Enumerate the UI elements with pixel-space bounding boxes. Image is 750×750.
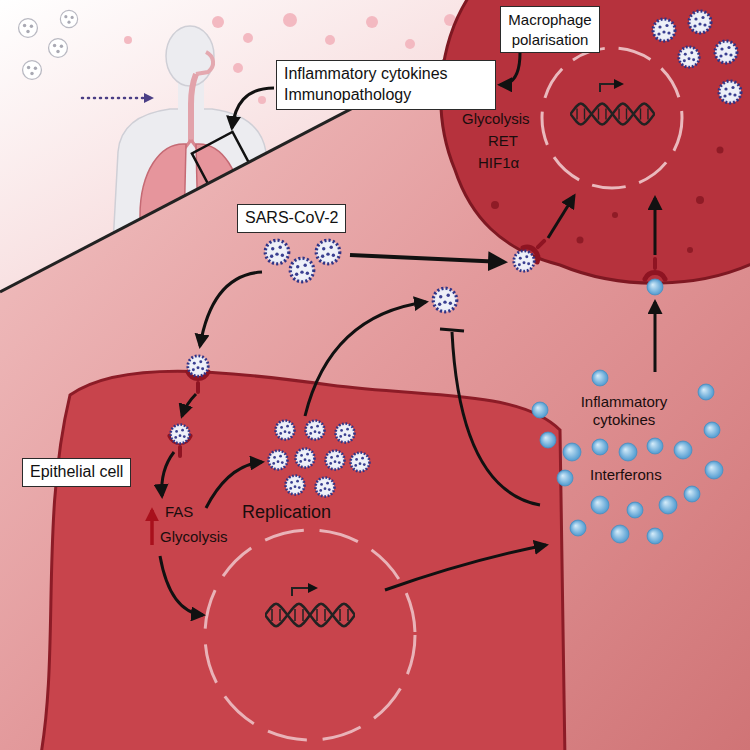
box-text: Inflammatory cytokines <box>284 64 488 85</box>
cytokine-molecules <box>532 370 723 544</box>
label-box: SARS-CoV-2 <box>237 204 346 233</box>
label-box: Inflammatory cytokinesImmunopathology <box>276 60 496 110</box>
label-box: Macrophage polarisation <box>500 6 600 53</box>
increase-arrow <box>150 510 154 545</box>
infection-arrow <box>350 255 504 262</box>
label-box: Epithelial cell <box>22 458 131 487</box>
pathology-arrow <box>232 88 274 128</box>
text-label: Interferons <box>590 466 662 484</box>
macrophage <box>441 0 750 295</box>
inhalation-arrow <box>82 97 152 100</box>
airborne-virus <box>19 10 78 79</box>
text-label: Glycolysis <box>160 528 228 546</box>
epithelial-cell <box>40 356 565 750</box>
pathway-arrows <box>160 272 655 615</box>
box-text: Immunopathology <box>284 85 488 106</box>
box-text: Macrophage polarisation <box>508 10 592 49</box>
text-label: Inflammatory cytokines <box>556 393 692 429</box>
box-text: SARS-CoV-2 <box>245 208 338 229</box>
connector-arrow <box>500 53 520 85</box>
text-label: HIF1α <box>478 154 519 172</box>
text-label: RET <box>488 132 518 150</box>
text-label: Glycolysis <box>462 110 530 128</box>
virus-particles <box>265 240 457 312</box>
text-label: FAS <box>165 503 193 521</box>
text-label: Replication <box>242 502 331 524</box>
box-text: Epithelial cell <box>30 462 123 483</box>
